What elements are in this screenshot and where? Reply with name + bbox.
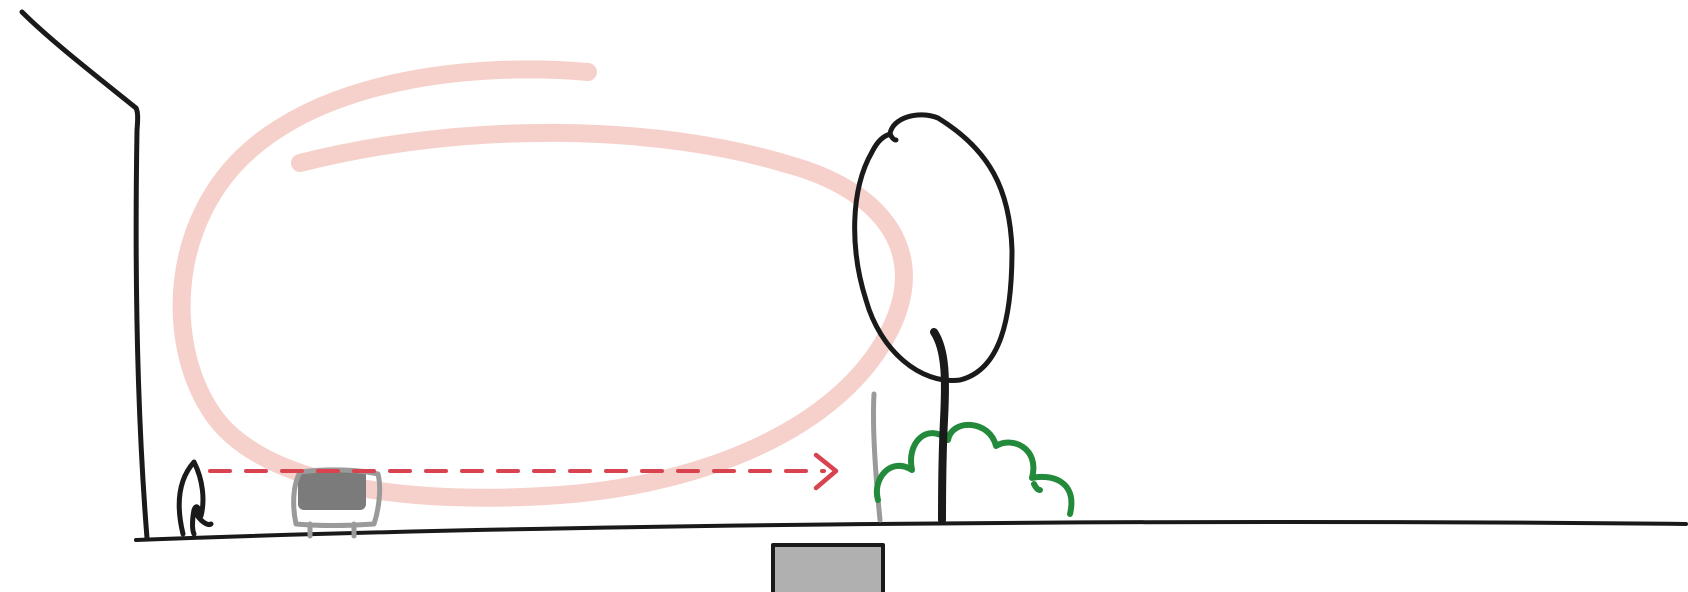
- building-wall: [22, 12, 147, 538]
- bush-icon: [877, 425, 1072, 514]
- bush-outline: [877, 425, 1072, 514]
- bench-icon: [294, 470, 380, 536]
- arrow-head: [816, 455, 836, 488]
- highlight-stroke: [182, 69, 904, 497]
- tree-trunk: [934, 332, 945, 520]
- highlight-ellipse: [182, 69, 904, 497]
- underground-box: [773, 545, 883, 592]
- person-outline: [179, 462, 211, 534]
- building-outline: [22, 12, 147, 538]
- box-fill: [773, 545, 883, 592]
- bench-backrest: [298, 470, 366, 510]
- tree-icon: [855, 115, 1012, 520]
- person-figure: [179, 462, 211, 534]
